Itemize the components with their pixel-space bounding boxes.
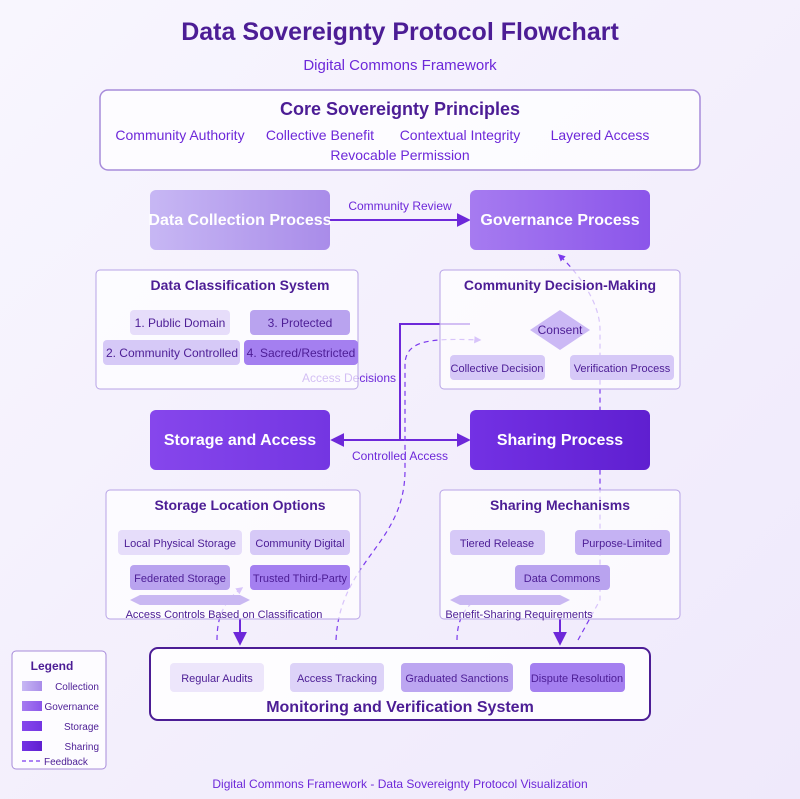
storage-trusted-label: Trusted Third-Party <box>253 573 348 585</box>
legend-swatch-collection <box>22 681 42 691</box>
storage-community-digital-label: Community Digital <box>255 538 344 550</box>
storage-item-trusted <box>250 565 350 590</box>
principles-title: Core Sovereignty Principles <box>280 99 520 119</box>
monitoring-title: Monitoring and Verification System <box>266 699 534 716</box>
storage-item-community-digital <box>250 530 350 555</box>
principle-collective-benefit: Collective Benefit <box>266 127 374 143</box>
classification-panel: Data Classification System 1. Public Dom… <box>95 269 359 390</box>
edge-label-controlled-access: Controlled Access <box>352 449 448 463</box>
sharing-benefit-bar <box>450 595 570 605</box>
node-collection[interactable]: Data Collection Process <box>148 190 332 250</box>
legend-swatch-storage <box>22 721 42 731</box>
monitoring-dispute-label: Dispute Resolution <box>531 673 623 685</box>
sharing-mechanisms-title: Sharing Mechanisms <box>490 497 630 513</box>
sharing-tiered-label: Tiered Release <box>460 538 534 550</box>
decision-collective-label: Collective Decision <box>451 363 544 375</box>
sharing-commons-label: Data Commons <box>524 573 601 585</box>
classification-item-community <box>103 340 240 365</box>
sharing-mechanisms-footer: Benefit-Sharing Requirements <box>445 609 593 621</box>
monitoring-item-tracking <box>290 663 384 692</box>
monitoring-tracking-label: Access Tracking <box>297 673 377 685</box>
decision-panel: Community Decision-Making Consent Collec… <box>439 269 681 390</box>
decision-title: Community Decision-Making <box>464 277 656 293</box>
page-title: Data Sovereignty Protocol Flowchart <box>181 18 619 46</box>
node-governance[interactable]: Governance Process <box>470 190 650 250</box>
storage-local-label: Local Physical Storage <box>124 538 236 550</box>
decision-item-verification <box>570 355 674 380</box>
consent-label: Consent <box>538 323 583 337</box>
principle-revocable-permission: Revocable Permission <box>330 147 469 163</box>
decision-verification-label: Verification Process <box>574 363 671 375</box>
storage-options-title: Storage Location Options <box>154 497 325 513</box>
node-storage[interactable]: Storage and Access <box>150 410 330 470</box>
classification-item-public <box>130 310 230 335</box>
classification-item-sacred <box>244 340 358 365</box>
consent-diamond <box>530 310 590 350</box>
storage-item-local <box>118 530 242 555</box>
classification-item-protected <box>250 310 350 335</box>
sharing-item-commons <box>515 565 610 590</box>
legend-label-sharing: Sharing <box>65 742 99 753</box>
legend-title: Legend <box>31 659 74 673</box>
storage-options-panel: Storage Location Options Local Physical … <box>105 489 361 621</box>
principle-layered-access: Layered Access <box>551 127 650 143</box>
legend-label-storage: Storage <box>64 722 99 733</box>
sharing-mechanisms-panel: Sharing Mechanisms Tiered Release Purpos… <box>439 489 681 621</box>
monitoring-item-dispute <box>530 663 625 692</box>
legend-label-feedback: Feedback <box>44 757 89 768</box>
decision-item-collective <box>450 355 545 380</box>
legend-swatch-governance <box>22 701 42 711</box>
sharing-purpose-label: Purpose-Limited <box>582 538 662 550</box>
monitoring-sanctions-label: Graduated Sanctions <box>405 673 509 685</box>
page-footer: Digital Commons Framework - Data Soverei… <box>212 777 587 791</box>
sharing-item-tiered <box>450 530 545 555</box>
legend-label-collection: Collection <box>55 682 99 693</box>
monitoring-item-sanctions <box>401 663 513 692</box>
principle-community-authority: Community Authority <box>115 127 244 143</box>
node-storage-label: Storage and Access <box>164 432 316 449</box>
storage-item-federated <box>130 565 230 590</box>
classification-public-label: 1. Public Domain <box>135 316 226 330</box>
page-subtitle: Digital Commons Framework <box>303 57 497 74</box>
monitoring-item-audits <box>170 663 264 692</box>
legend-label-governance: Governance <box>45 702 100 713</box>
sharing-item-purpose <box>575 530 670 555</box>
principle-contextual-integrity: Contextual Integrity <box>400 127 521 143</box>
classification-sacred-label: 4. Sacred/Restricted <box>247 346 356 360</box>
node-governance-label: Governance Process <box>480 212 639 229</box>
node-sharing[interactable]: Sharing Process <box>470 410 650 470</box>
classification-community-label: 2. Community Controlled <box>106 346 238 360</box>
node-collection-label: Data Collection Process <box>148 212 331 229</box>
node-sharing-label: Sharing Process <box>497 432 623 449</box>
monitoring-audits-label: Regular Audits <box>181 673 253 685</box>
principles-panel: Core Sovereignty Principles Community Au… <box>99 89 701 171</box>
storage-access-bar <box>130 595 250 605</box>
monitoring-panel: Regular Audits Access Tracking Graduated… <box>149 647 651 721</box>
edge-label-community-review: Community Review <box>348 199 452 213</box>
legend-swatch-sharing <box>22 741 42 751</box>
classification-title: Data Classification System <box>151 277 330 293</box>
storage-federated-label: Federated Storage <box>134 573 226 585</box>
classification-protected-label: 3. Protected <box>268 316 333 330</box>
legend: Legend Collection Governance Storage Sha… <box>11 650 107 770</box>
storage-options-footer: Access Controls Based on Classification <box>126 609 323 621</box>
